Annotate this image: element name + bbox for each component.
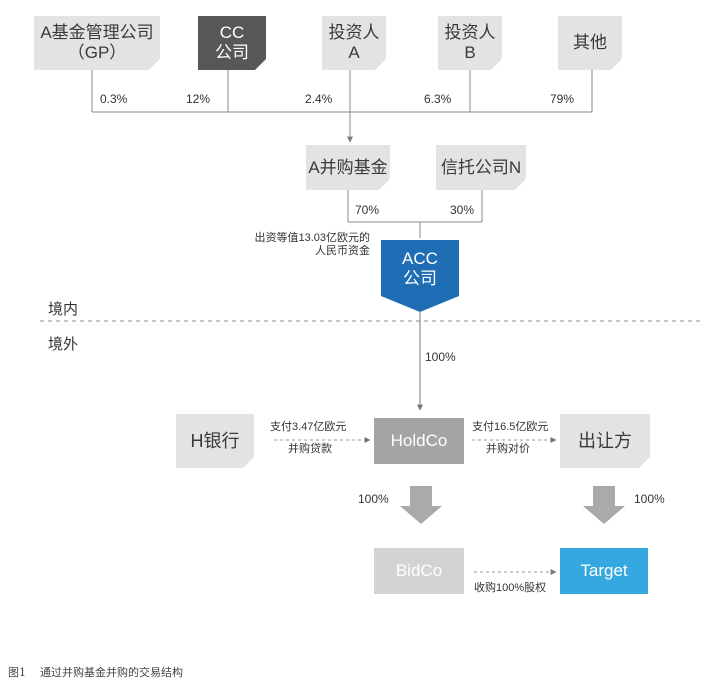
acc-line2: 公司: [403, 269, 437, 288]
acc-note-line2: 人民币资金: [315, 245, 370, 258]
share-investor-a: 2.4%: [305, 92, 333, 106]
share-others: 79%: [550, 92, 575, 106]
trust-label: 信托公司N: [440, 157, 522, 177]
price-flow-line1: 支付16.5亿欧元: [472, 421, 549, 433]
share-investor-b: 6.3%: [424, 92, 452, 106]
cc-line2: 公司: [215, 43, 249, 62]
share-acc-holdco: 100%: [425, 350, 456, 364]
investor-a-box: 投资人 A: [322, 16, 386, 70]
acc-note-line1: 出资等值13.03亿欧元的: [254, 232, 370, 244]
gp-line1: A基金管理公司: [40, 23, 154, 43]
cc-box: CC 公司: [198, 16, 266, 70]
acquire-flow-label: 收购100%股权: [474, 582, 547, 594]
figure-caption: 图1 通过并购基金并购的交易结构: [8, 664, 197, 680]
down-arrow-seller-target: [583, 486, 625, 524]
investor-b-line1: 投资人: [444, 23, 496, 43]
share-trust: 30%: [450, 203, 475, 217]
seller-box: 出让方: [560, 414, 650, 468]
down-arrow-holdco-bidco: [400, 486, 442, 524]
holdco-box: HoldCo: [374, 418, 464, 464]
investor-a-line2: A: [348, 43, 360, 62]
loan-flow-line2: 并购贷款: [288, 443, 332, 456]
region-overseas: 境外: [48, 336, 79, 353]
share-cc: 12%: [186, 92, 211, 106]
target-label: Target: [580, 561, 628, 581]
gp-box: A基金管理公司 （GP）: [34, 16, 160, 70]
region-domestic: 境内: [48, 301, 79, 318]
middle-connectors: [347, 190, 483, 238]
acc-capital-note: 出资等值13.03亿欧元的 人民币资金: [254, 232, 370, 258]
cc-line1: CC: [219, 23, 245, 43]
bidco-box: BidCo: [374, 548, 464, 594]
investor-b-box: 投资人 B: [438, 16, 502, 70]
bank-label: H银行: [190, 430, 240, 451]
top-shareholder-connectors: [91, 70, 593, 113]
loan-flow-line1: 支付3.47亿欧元: [270, 421, 347, 433]
acc-line1: ACC: [402, 249, 438, 269]
gp-line2: （GP）: [67, 43, 127, 62]
price-flow-label: 支付16.5亿欧元 并购对价: [472, 421, 548, 456]
loan-flow-label: 支付3.47亿欧元 并购贷款: [270, 421, 346, 456]
acc-badge-shape: [381, 240, 459, 312]
figure-title: 通过并购基金并购的交易结构: [40, 666, 183, 679]
holdco-label: HoldCo: [390, 431, 448, 451]
fund-label: A并购基金: [308, 157, 388, 177]
bidco-label: BidCo: [395, 561, 443, 581]
others-box: 其他: [558, 16, 622, 70]
target-box: Target: [560, 548, 648, 594]
seller-label: 出让方: [578, 430, 632, 451]
investor-b-line2: B: [464, 43, 476, 62]
price-flow-line2: 并购对价: [486, 443, 530, 456]
fund-box: A并购基金: [306, 145, 390, 190]
share-holdco-bidco: 100%: [358, 492, 389, 506]
investor-a-line1: 投资人: [328, 23, 380, 43]
others-label: 其他: [573, 33, 607, 53]
trust-box: 信托公司N: [436, 145, 526, 190]
bank-box: H银行: [176, 414, 254, 468]
share-seller-target: 100%: [634, 492, 665, 506]
share-gp: 0.3%: [100, 92, 128, 106]
figure-number: 图1: [8, 666, 26, 679]
acc-company: ACC 公司: [381, 246, 459, 292]
share-fund: 70%: [355, 203, 380, 217]
